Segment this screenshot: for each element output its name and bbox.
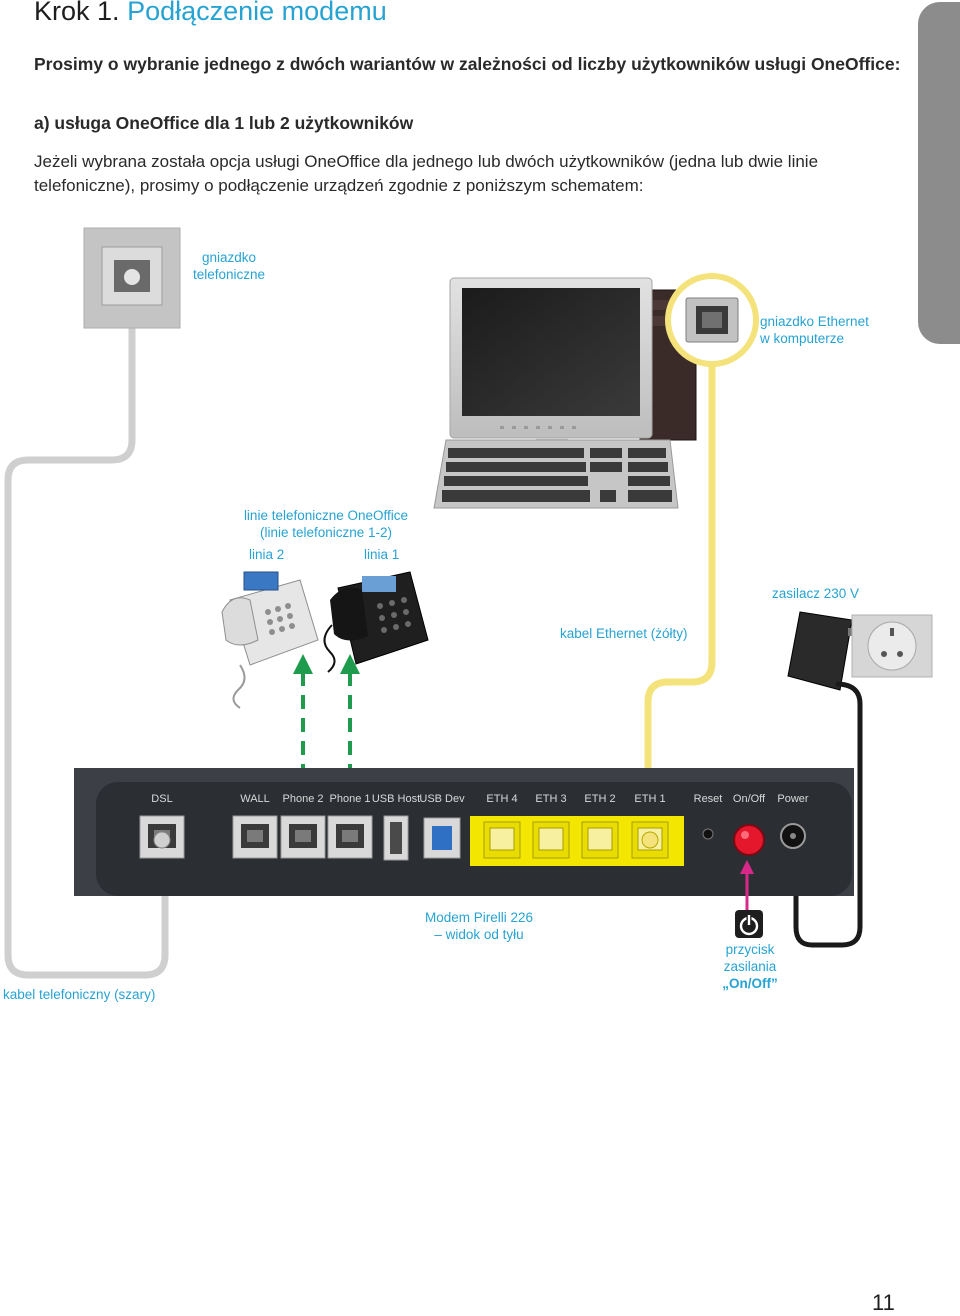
port-label-wall: WALL	[240, 793, 270, 805]
power-cable	[793, 681, 863, 948]
keyboard	[433, 439, 679, 509]
intro-text: Prosimy o wybranie jednego z dwóch waria…	[34, 54, 901, 74]
port-label-eth-2: ETH 2	[584, 793, 615, 805]
port-eth-4	[483, 821, 521, 859]
page-title: Krok 1. Podłączenie modemu	[34, 0, 387, 27]
ethernet-socket-label-line2: w komputerze	[760, 331, 845, 346]
side-tab	[918, 2, 960, 344]
port-reset	[702, 828, 714, 840]
power-button-label-line3: „On/Off”	[722, 976, 778, 991]
step-label: Krok 1.	[34, 0, 120, 26]
phone-plug	[153, 831, 171, 849]
port-eth-3	[532, 821, 570, 859]
wall-socket-label-line1: gniazdko	[201, 250, 257, 265]
subheading: a) usługa OneOffice dla 1 lub 2 użytkown…	[34, 113, 414, 133]
line-1-label: linia 1	[364, 547, 400, 562]
port-label-usb-host: USB Host	[372, 793, 420, 805]
modem-label-line1: Modem Pirelli 226	[424, 910, 534, 925]
title-text: Podłączenie modemu	[127, 0, 387, 26]
power-button-label: przycisk zasilania „On/Off”	[706, 941, 794, 992]
instruction-paragraph: Jeżeli wybrana została opcja usługi OneO…	[34, 152, 819, 195]
wall-socket-label: gniazdko telefoniczne	[185, 249, 273, 283]
ethernet-socket-label: gniazdko Ethernet w komputerze	[760, 313, 869, 347]
power-button-label-line1: przycisk	[725, 942, 775, 957]
ethernet-cable-label: kabel Ethernet (żółty)	[560, 626, 688, 641]
ethernet-socket-callout	[665, 273, 759, 367]
line-2-label: linia 2	[249, 547, 285, 562]
power-outlet	[851, 614, 933, 678]
port-label-phone-1: Phone 1	[330, 793, 371, 805]
wall-phone-socket	[83, 227, 181, 329]
port-label-eth-3: ETH 3	[535, 793, 566, 805]
ethernet-socket-label-line1: gniazdko Ethernet	[760, 314, 869, 329]
port-eth-2	[581, 821, 619, 859]
page-number: 11	[872, 1290, 895, 1315]
power-adapter	[787, 611, 860, 691]
ethernet-plug	[641, 831, 659, 849]
monitor	[449, 277, 653, 446]
on-off-pointer	[740, 860, 754, 912]
power-supply-label: zasilacz 230 V	[772, 586, 860, 601]
modem-label-line2: – widok od tyłu	[434, 927, 524, 942]
port-usb-host	[383, 815, 409, 861]
phone-lines-label: linie telefoniczne OneOffice (linie tele…	[226, 507, 426, 541]
port-label-eth-4: ETH 4	[486, 793, 517, 805]
port-phone-2	[280, 815, 326, 859]
modem-label: Modem Pirelli 226 – widok od tyłu	[400, 909, 558, 943]
port-label-on-off: On/Off	[733, 793, 766, 805]
telephone-line-2	[221, 571, 319, 709]
port-power	[780, 823, 806, 849]
port-label-eth-1: ETH 1	[634, 793, 665, 805]
wall-socket-label-line2: telefoniczne	[192, 267, 266, 282]
port-on-off	[733, 824, 765, 856]
port-usb-dev	[423, 817, 461, 859]
power-symbol-icon	[735, 910, 763, 938]
power-button-label-line2: zasilania	[723, 959, 777, 974]
phone-lines-label-line2: (linie telefoniczne 1-2)	[259, 525, 393, 540]
port-row	[139, 815, 806, 861]
port-label-dsl: DSL	[151, 793, 172, 805]
port-label-power: Power	[777, 793, 809, 805]
port-label-usb-dev: USB Dev	[419, 793, 465, 805]
phone-cable	[4, 300, 169, 979]
telephone-line-1	[323, 571, 429, 673]
port-label-phone-2: Phone 2	[283, 793, 324, 805]
phone-lines-label-line1: linie telefoniczne OneOffice	[243, 508, 409, 523]
phone-cable-label: kabel telefoniczny (szary)	[3, 987, 156, 1002]
port-phone-1	[327, 815, 373, 859]
ethernet-cable	[644, 360, 716, 840]
port-label-reset: Reset	[694, 793, 723, 805]
port-wall	[232, 815, 278, 859]
